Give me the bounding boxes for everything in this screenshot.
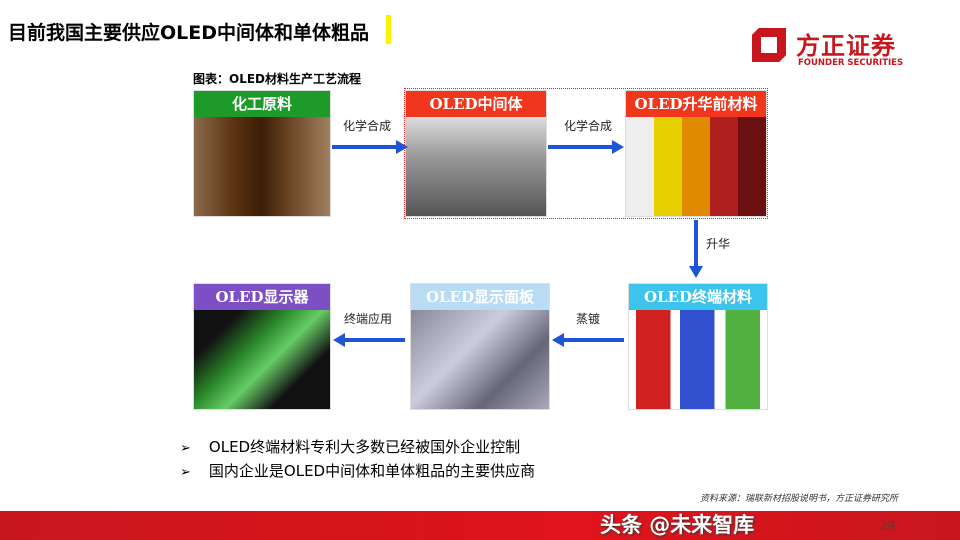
figure-title: 图表：OLED材料生产工艺流程 xyxy=(193,72,362,86)
arrowhead-icon xyxy=(689,266,703,278)
bottles-image xyxy=(194,117,330,216)
containers-image xyxy=(406,117,546,216)
step-label: OLED升华前材料 xyxy=(626,91,766,117)
step-display-panel: OLED显示面板 xyxy=(410,283,550,410)
bullet-item: ➢国内企业是OLED中间体和单体粗品的主要供应商 xyxy=(180,462,536,480)
slide-title: 目前我国主要供应OLED中间体和单体粗品 xyxy=(8,22,370,44)
bullet-item: ➢OLED终端材料专利大多数已经被国外企业控制 xyxy=(180,438,521,456)
arrow-down xyxy=(694,220,698,266)
footer-bar xyxy=(0,511,960,540)
step-pre-sublimation: OLED升华前材料 xyxy=(625,90,767,217)
logo-cn: 方正证券 xyxy=(796,32,896,60)
founder-logo: 方正证券 FOUNDER SECURITIES xyxy=(752,26,922,72)
arrowhead-icon xyxy=(612,140,624,154)
bullet-list: ➢OLED终端材料专利大多数已经被国外企业控制 ➢国内企业是OLED中间体和单体… xyxy=(180,436,535,484)
step-terminal-material: OLED终端材料 xyxy=(628,283,768,410)
arrowhead-icon xyxy=(552,333,564,347)
step-label: OLED显示面板 xyxy=(411,284,549,310)
arrowhead-icon xyxy=(333,333,345,347)
tv-image xyxy=(194,310,330,409)
page-number: 29 xyxy=(880,519,896,533)
bullet-arrow-icon: ➢ xyxy=(180,441,191,456)
arrow-label: 化学合成 xyxy=(343,119,392,133)
step-label: OLED显示器 xyxy=(194,284,330,310)
step-display: OLED显示器 xyxy=(193,283,331,410)
arrow-label: 升华 xyxy=(706,237,731,251)
arrow-label: 化学合成 xyxy=(564,119,613,133)
arrowhead-icon xyxy=(396,140,408,154)
step-label: OLED终端材料 xyxy=(629,284,767,310)
arrow-left-2 xyxy=(345,338,405,342)
arrow-label: 蒸镀 xyxy=(576,312,601,326)
factory-image xyxy=(411,310,549,409)
arrow-left-1 xyxy=(564,338,624,342)
logo-mark-icon xyxy=(752,28,786,62)
vials-image xyxy=(626,117,766,216)
step-chemical-raw: 化工原料 xyxy=(193,90,331,217)
title-accent-bar xyxy=(386,15,391,44)
step-label: 化工原料 xyxy=(194,91,330,117)
step-label: OLED中间体 xyxy=(406,91,546,117)
step-intermediate: OLED中间体 xyxy=(405,90,547,217)
powders-image xyxy=(629,310,767,409)
logo-en: FOUNDER SECURITIES xyxy=(798,58,904,68)
arrow-right-2 xyxy=(548,145,614,149)
arrow-label: 终端应用 xyxy=(344,312,393,326)
arrow-right-1 xyxy=(332,145,398,149)
bullet-arrow-icon: ➢ xyxy=(180,465,191,480)
source-note: 资料来源：瑞联新材招股说明书，方正证券研究所 xyxy=(700,494,899,504)
watermark: 头条 @未来智库 xyxy=(600,513,755,537)
